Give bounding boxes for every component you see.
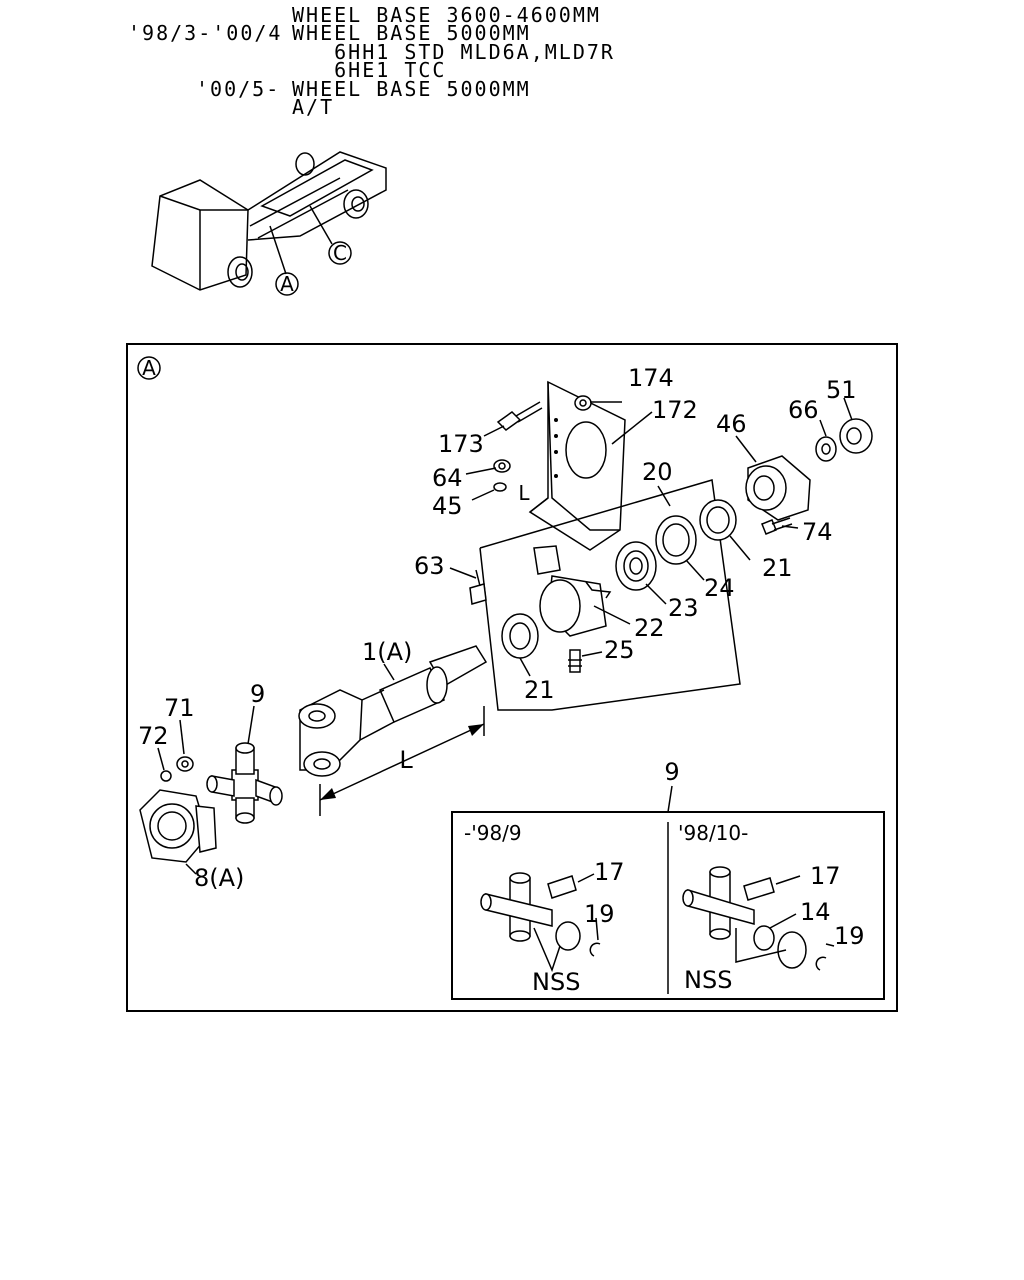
inset-left-ujoint [480, 872, 553, 942]
inset-right-nss: NSS [684, 966, 732, 994]
callout-c-label: C [333, 241, 347, 265]
label-1a: 1(A) [362, 638, 412, 666]
header-line-6: A/T [292, 95, 335, 119]
inset-left-label-19: 19 [584, 900, 615, 928]
inset-right-label-19: 19 [834, 922, 865, 950]
label-21-right: 21 [762, 554, 793, 582]
label-46: 46 [716, 410, 747, 438]
label-72: 72 [138, 722, 169, 750]
inset-left-range: -'98/9 [464, 821, 522, 845]
seal-21-right [699, 499, 737, 541]
truck-frame [247, 151, 387, 241]
inset-left-cup [555, 921, 581, 951]
inset-right-label-17: 17 [810, 862, 841, 890]
nut-51 [839, 418, 873, 454]
inset-right-clip-19 [815, 956, 827, 971]
label-20: 20 [642, 458, 673, 486]
rear-wheel-1 [343, 189, 369, 219]
header-line-5-prefix: '00/5- [196, 77, 281, 101]
header-line-2: WHEEL BASE 5000MM [292, 21, 531, 45]
housing-22 [539, 575, 612, 637]
label-66: 66 [788, 396, 819, 424]
label-21-left: 21 [524, 676, 555, 704]
label-74: 74 [802, 518, 833, 546]
grease-nipple-25 [568, 649, 582, 673]
label-71: 71 [164, 694, 195, 722]
bearing-23 [615, 541, 657, 591]
ring-24 [655, 515, 697, 565]
truck-overview: A C [151, 151, 387, 296]
washer-66 [815, 436, 837, 462]
label-51: 51 [826, 376, 857, 404]
header-line-2-prefix: '98/3-'00/4 [128, 21, 283, 45]
washer-45 [493, 482, 507, 492]
inset-left-clip-19 [589, 942, 601, 957]
header-notes: WHEEL BASE 3600-4600MM '98/3-'00/4 WHEEL… [0, 0, 1024, 130]
bracket-172 [528, 380, 626, 551]
rear-wheel-2 [295, 152, 315, 176]
header-line-3: 6HH1 STD MLD6A,MLD7R [292, 40, 615, 64]
view-id-label: A [142, 356, 156, 380]
inset-left-nipple-17 [547, 875, 577, 899]
inset-left-label-17: 17 [594, 858, 625, 886]
propeller-shaft-1a [298, 645, 488, 777]
nut-64 [493, 459, 511, 473]
label-172: 172 [652, 396, 698, 424]
inset-right-seal-14 [753, 925, 775, 951]
bracket-l-label: L [518, 481, 530, 505]
label-24: 24 [704, 574, 735, 602]
inset-right-label-14: 14 [800, 898, 831, 926]
header-line-4: 6HE1 TCC [292, 58, 447, 82]
label-174: 174 [628, 364, 674, 392]
label-25: 25 [604, 636, 635, 664]
bolt-74 [761, 517, 793, 535]
label-173: 173 [438, 430, 484, 458]
leader-lines [157, 397, 853, 875]
label-45: 45 [432, 492, 463, 520]
label-9: 9 [250, 680, 265, 708]
washer-72 [160, 770, 172, 782]
header-line-1: WHEEL BASE 3600-4600MM [292, 3, 601, 27]
label-64: 64 [432, 464, 463, 492]
flange-yoke-8a [139, 789, 217, 863]
inset-right-cup [777, 931, 807, 969]
inset-left-nss: NSS [532, 968, 580, 996]
inset-frame [451, 811, 885, 1000]
nut-174 [574, 395, 592, 411]
header-line-5: WHEEL BASE 5000MM [292, 77, 531, 101]
rubber-block [533, 545, 561, 575]
assembly-20-outline [479, 479, 741, 711]
inset-right-range: '98/10- [678, 821, 748, 845]
bolt-63 [469, 569, 487, 605]
view-id-circle [137, 356, 161, 380]
dimension-l-label: L [399, 746, 413, 774]
callout-c-circle [328, 241, 352, 265]
main-panel-frame [126, 343, 898, 1012]
front-wheel [227, 256, 253, 288]
dimension-l [319, 706, 485, 816]
callout-a-label: A [280, 272, 294, 296]
label-8a: 8(A) [194, 864, 244, 892]
inset-number-label: 9 [664, 758, 679, 786]
bolt-173 [496, 401, 543, 431]
callout-a-circle [275, 272, 299, 296]
label-23: 23 [668, 594, 699, 622]
label-22: 22 [634, 614, 665, 642]
nut-71 [176, 756, 194, 772]
label-63: 63 [414, 552, 445, 580]
inset-right-ujoint [682, 866, 755, 940]
universal-joint-9 [206, 742, 283, 824]
flange-46 [745, 455, 811, 521]
seal-21-left [501, 613, 539, 659]
inset-right-nipple-17 [743, 877, 775, 901]
